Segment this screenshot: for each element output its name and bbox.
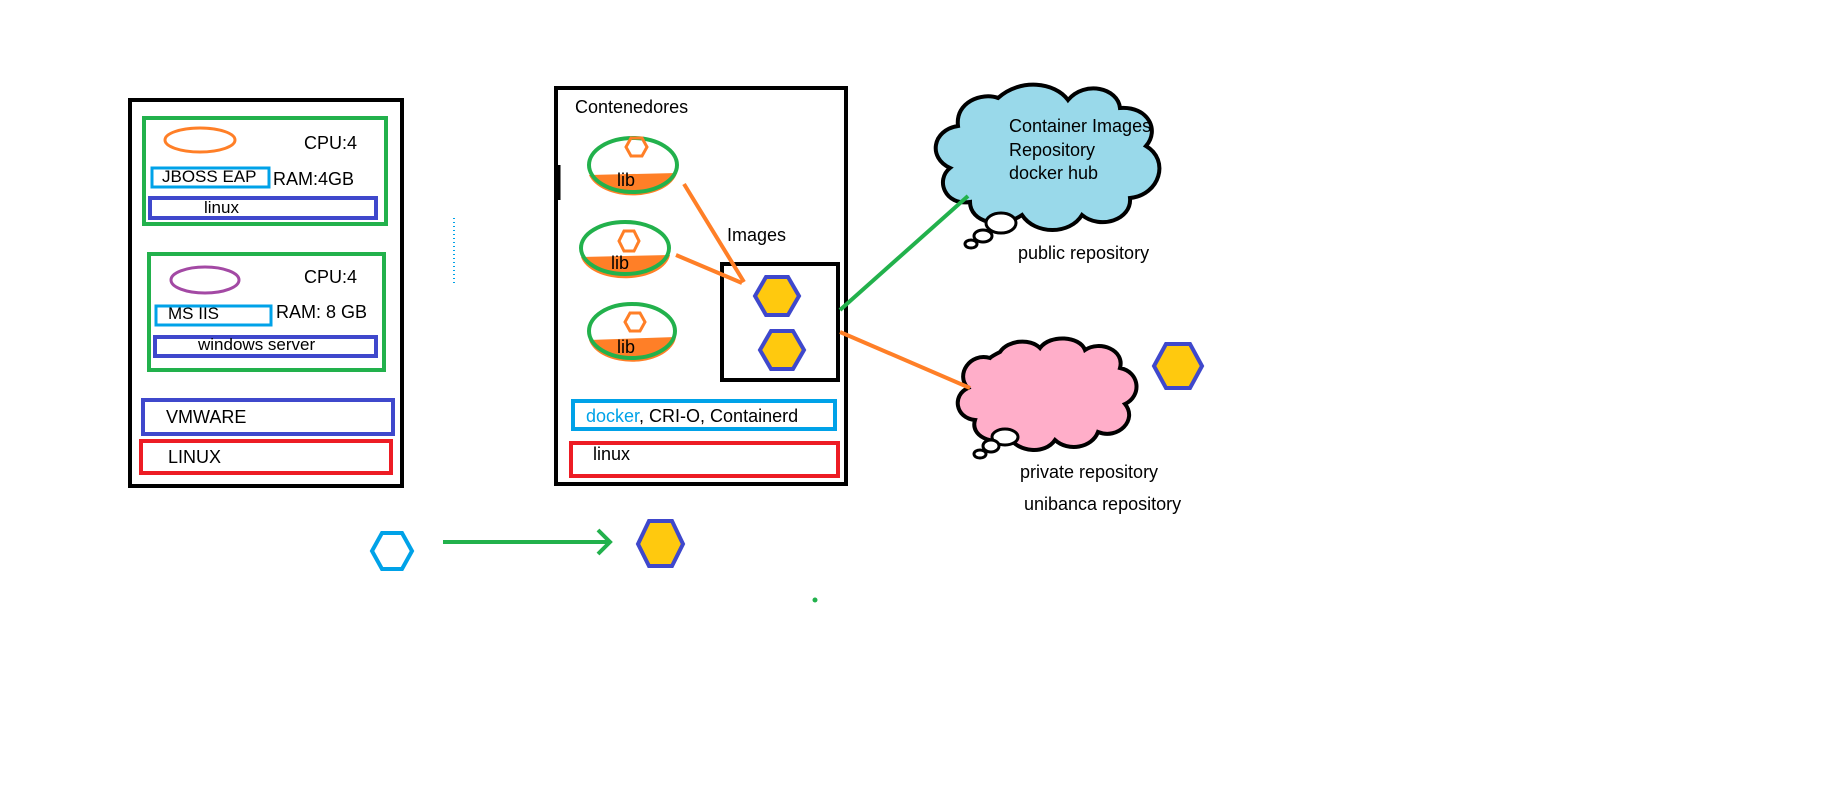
app2-ram: RAM: 8 GB <box>276 302 367 322</box>
container-stack-frame <box>554 86 848 486</box>
connector-container-1 <box>682 182 746 284</box>
connector-private-repo <box>839 330 971 390</box>
private-cloud-bubble-1 <box>990 427 1020 447</box>
app2-os: windows server <box>197 335 315 354</box>
app2-name-box <box>154 304 273 327</box>
public-cloud-line-3: docker hub <box>1009 163 1098 183</box>
container-1-label: lib <box>617 170 635 190</box>
container-os-label: linux <box>593 444 630 464</box>
runtime-rest: , CRI-O, Containerd <box>639 406 798 426</box>
container-3-hexagon-icon <box>623 311 647 333</box>
app1-ellipse-icon <box>163 126 237 154</box>
app1-box <box>142 116 388 226</box>
public-cloud-bubble-3 <box>963 238 979 250</box>
public-cloud-bubble-1 <box>984 211 1018 235</box>
container-3-outline <box>587 302 677 360</box>
app1-name: JBOSS EAP <box>162 167 256 186</box>
image-1-hexagon-icon <box>752 275 802 317</box>
public-cloud-shape <box>933 82 1162 232</box>
private-cloud-shape <box>955 336 1139 452</box>
container-3: lib <box>587 302 677 362</box>
private-cloud-bubble-2 <box>981 438 1001 454</box>
images-label: Images <box>727 225 786 245</box>
stray-dot <box>812 597 818 603</box>
container-2: lib <box>579 220 671 279</box>
source-hexagon-icon <box>369 531 415 571</box>
private-repo-caption-2: unibanca repository <box>1024 494 1181 514</box>
connector-container-2 <box>675 253 743 285</box>
app2-ellipse-icon <box>169 265 241 295</box>
runtime-text: docker, CRI-O, Containerd <box>586 406 798 426</box>
container-os-box <box>569 441 840 478</box>
host-os-label: LINUX <box>168 447 221 467</box>
connector-public-repo <box>838 194 970 312</box>
private-cloud-bubble-3 <box>972 448 988 460</box>
build-arrow-head <box>596 528 613 556</box>
container-2-outline <box>579 220 671 276</box>
built-image-hexagon-icon <box>635 519 686 568</box>
container-title: Contenedores <box>575 97 688 117</box>
public-repo-caption: public repository <box>1018 243 1149 263</box>
build-flow <box>369 519 818 603</box>
private-repo-caption-1: private repository <box>1020 462 1158 482</box>
hypervisor-label: VMWARE <box>166 407 246 427</box>
container-stack: Contenedores lib lib lib Images <box>554 86 848 486</box>
private-repo-cloud: private repository unibanca repository <box>955 336 1205 514</box>
app1-os: linux <box>204 198 239 217</box>
private-repo-hexagon-icon <box>1151 342 1205 390</box>
app1-name-box <box>150 166 271 189</box>
vm-stack-frame <box>128 98 404 488</box>
app2-cpu: CPU:4 <box>304 267 357 287</box>
image-2-hexagon-icon <box>757 329 807 371</box>
host-os-box <box>139 439 393 475</box>
public-cloud-line-2: Repository <box>1009 140 1095 160</box>
app2-os-box <box>153 335 378 358</box>
images-box <box>720 262 840 382</box>
container-1: lib <box>587 136 679 196</box>
public-cloud-line-1: Container Images <box>1009 116 1151 136</box>
runtime-highlight: docker <box>586 406 640 426</box>
public-repo-cloud: Container Images Repository docker hub p… <box>933 82 1162 263</box>
container-3-label: lib <box>617 337 635 357</box>
runtime-box <box>571 399 837 431</box>
vm-stack: CPU:4 JBOSS EAP RAM:4GB linux CPU:4 MS I… <box>128 98 404 488</box>
app2-name: MS IIS <box>168 304 219 323</box>
app1-cpu: CPU:4 <box>304 133 357 153</box>
public-cloud-bubble-2 <box>972 228 994 244</box>
container-2-label: lib <box>611 253 629 273</box>
container-1-hexagon-icon <box>624 136 649 158</box>
hypervisor-box <box>141 398 395 436</box>
app1-ram: RAM:4GB <box>273 169 354 189</box>
app2-box <box>147 252 386 372</box>
app1-os-box <box>148 196 378 220</box>
container-2-hexagon-icon <box>617 229 641 253</box>
